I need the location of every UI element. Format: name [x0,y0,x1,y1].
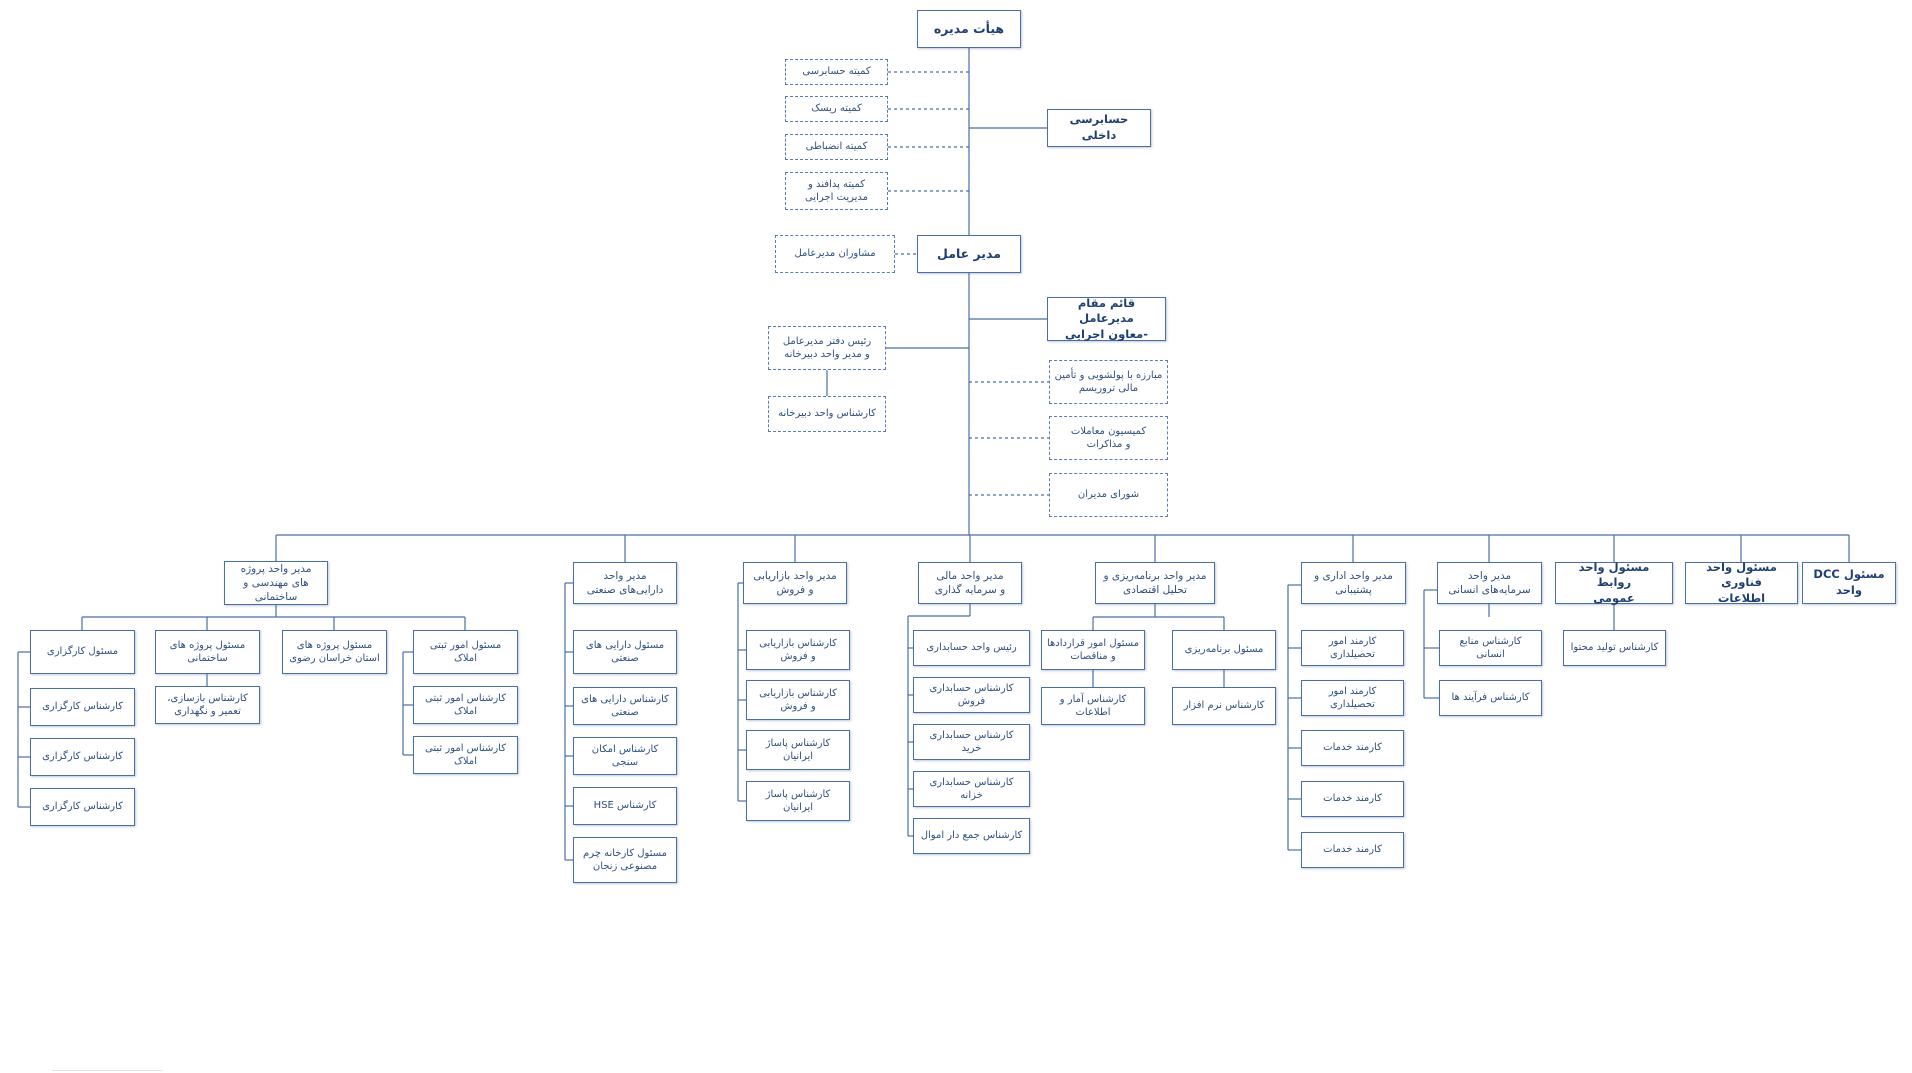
unit-industrial-node: مدیر واحد دارایی‌های صنعتی [573,562,677,604]
unit-admin-node: مدیر واحد اداری و پشتیبانی [1301,562,1406,604]
admin-staff-2-node: کارمند امور تحصیلداری [1301,680,1404,716]
ceo-advisors-node: مشاوران مدیرعامل [775,235,895,273]
prj-registry-exp-2-node: کارشناس امور ثبتی املاک [413,736,518,774]
ind-feasibility-node: کارشناس امکان سنجی [573,737,677,775]
mkt-2-node: کارشناس بازاریابی و فروش [746,680,850,720]
committee-passive-defense-node: کمیته پدافند و مدیریت اجرایی [785,172,888,210]
unit-marketing-node: مدیر واحد بازاریابی و فروش [743,562,847,604]
hr-resources-node: کارشناس منابع انسانی [1439,630,1542,666]
unit-hr-node: مدیر واحد سرمایه‌های انسانی [1437,562,1542,604]
ind-hse-node: کارشناس HSE [573,787,677,825]
ind-expert-node: کارشناس دارایی های صنعتی [573,687,677,725]
mkt-1-node: کارشناس بازاریابی و فروش [746,630,850,670]
prj-registry-exp-1-node: کارشناس امور ثبتی املاک [413,686,518,724]
internal-audit-node: حسابرسی داخلی [1047,109,1151,147]
admin-staff-1-node: کارمند امور تحصیلداری [1301,630,1404,666]
prj-agency-3-node: کارشناس کارگزاری [30,788,135,826]
mkt-3-node: کارشناس پاساژ ایرانیان [746,730,850,770]
unit-finance-node: مدیر واحد مالی و سرمایه گذاری [918,562,1022,604]
fin-head-node: رئیس واحد حسابداری [913,630,1030,666]
mkt-4-node: کارشناس پاساژ ایرانیان [746,781,850,821]
ind-zanjan-node: مسئول کارخانه چرم مصنوعی زنجان [573,837,677,883]
page-footer-rule [52,1070,162,1071]
unit-it-node: مسئول واحد فناوری اطلاعات [1685,560,1798,605]
aml-node: مبارزه با پولشویی و تأمین مالی تروریسم [1049,360,1168,404]
transactions-commission-node: کمیسیون معاملات و مذاکرات [1049,416,1168,460]
fin-sales-node: کارشناس حسابداری فروش [913,677,1030,713]
ceo-node: مدیر عامل [917,235,1021,273]
admin-service-3-node: کارمند خدمات [1301,832,1404,868]
secretariat-head-node: رئیس دفتر مدیرعامل و مدیر واحد دبیرخانه [768,326,886,370]
secretariat-expert-node: کارشناس واحد دبیرخانه [768,396,886,432]
committee-audit-node: کمیته حسابرسی [785,59,888,85]
managers-council-node: شورای مدیران [1049,473,1168,517]
ind-head-node: مسئول دارایی های صنعتی [573,630,677,674]
committee-discipline-node: کمیته انضباطی [785,134,888,160]
committee-risk-node: کمیته ریسک [785,96,888,122]
unit-projects-node: مدیر واحد پروژه های مهندسی و ساختمانی [224,561,328,605]
fin-assets-node: کارشناس جمع دار اموال [913,818,1030,854]
hr-process-node: کارشناس فرآیند ها [1439,680,1542,716]
admin-service-2-node: کارمند خدمات [1301,781,1404,817]
prj-agency-1-node: کارشناس کارگزاری [30,688,135,726]
admin-service-1-node: کارمند خدمات [1301,730,1404,766]
fin-treasury-node: کارشناس حسابداری خزانه [913,771,1030,807]
board-node: هیأت مدیره [917,10,1021,48]
unit-planning-node: مدیر واحد برنامه‌ریزی و تحلیل اقتصادی [1095,562,1215,604]
plan-contracts-node: مسئول امور قراردادها و مناقصات [1041,630,1145,670]
plan-programming-node: مسئول برنامه‌ریزی [1172,630,1276,670]
pr-content-node: کارشناس تولید محتوا [1563,630,1666,666]
prj-khorasan-node: مسئول پروژه های استان خراسان رضوی [282,630,387,674]
fin-purchase-node: کارشناس حسابداری خرید [913,724,1030,760]
prj-construction-node: مسئول پروژه های ساختمانی [155,630,260,674]
plan-software-node: کارشناس نرم افزار [1172,687,1276,725]
deputy-ceo-node: قائم مقام مدیرعامل -معاون اجرایی [1047,296,1166,341]
prj-agency-node: مسئول کارگزاری [30,630,135,674]
unit-dcc-node: مسئول DCC واحد [1802,562,1896,604]
prj-renovation-node: کارشناس بازسازی، تعمیر و نگهداری [155,686,260,724]
prj-agency-2-node: کارشناس کارگزاری [30,738,135,776]
unit-pr-node: مسئول واحد روابط عمومی [1555,560,1673,605]
plan-stats-node: کارشناس آمار و اطلاعات [1041,687,1145,725]
prj-registry-node: مسئول امور ثبتی املاک [413,630,518,674]
